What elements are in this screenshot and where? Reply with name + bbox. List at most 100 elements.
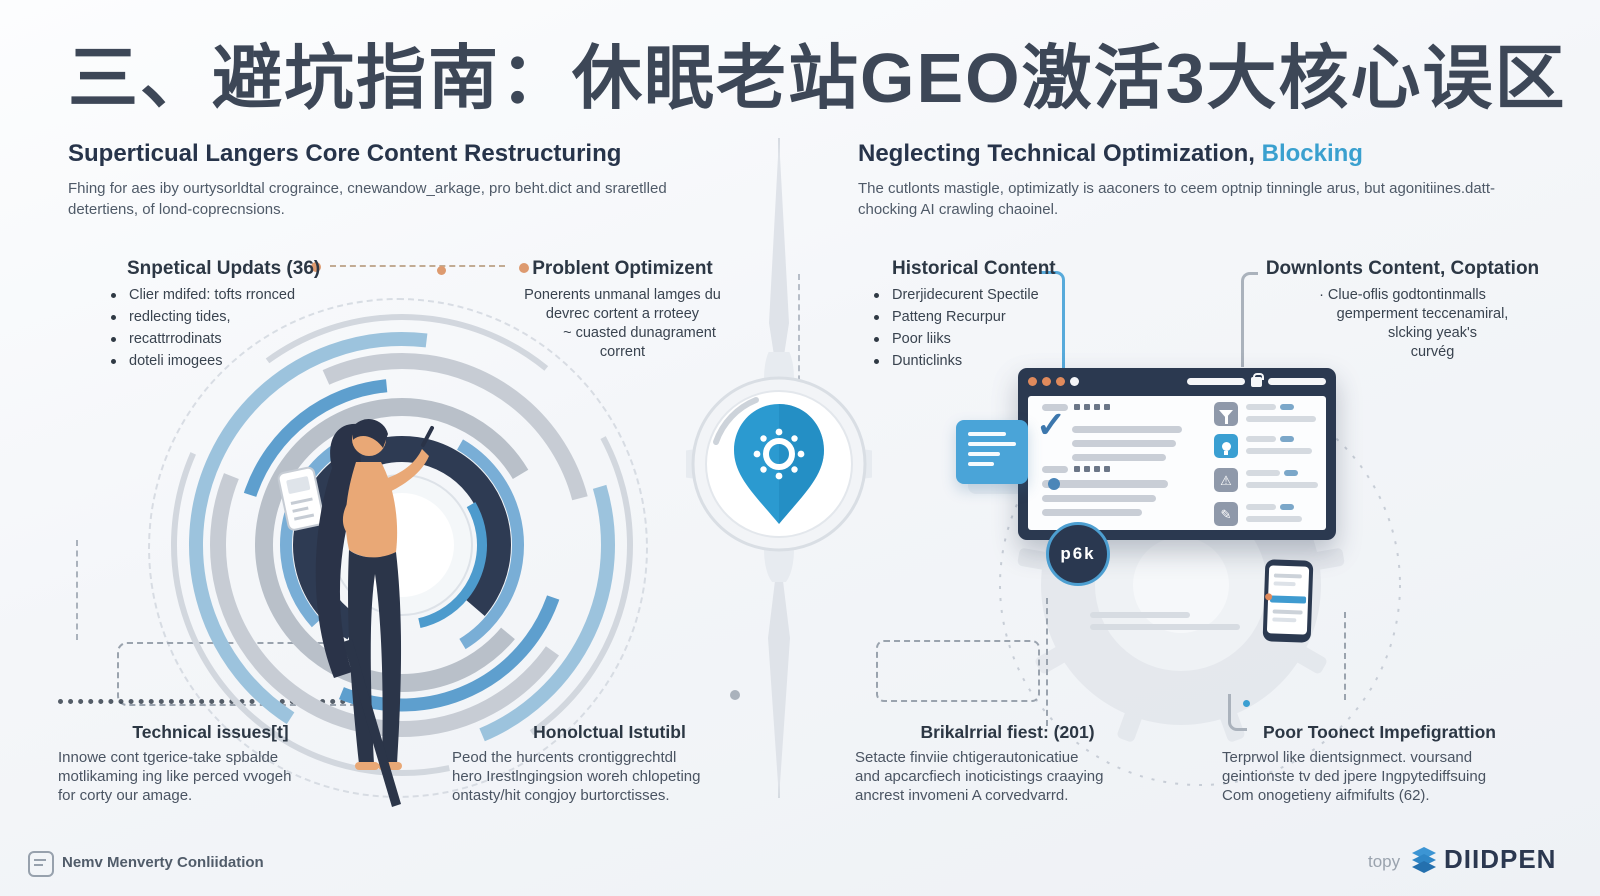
blue-connector-elbow bbox=[1040, 271, 1065, 370]
smartphone-mock bbox=[1262, 559, 1314, 643]
content-bar bbox=[1246, 516, 1302, 522]
browser-window-mock: ✓ ⚠ ✎ bbox=[1018, 368, 1336, 540]
callout-line: Innowe cont tgerice-take spbalde bbox=[58, 749, 279, 766]
badge-glyphs: p6k bbox=[1060, 544, 1096, 563]
callout-line: Setacte finviie chtigerautonicatiue bbox=[855, 749, 1079, 766]
callout-line: hero Irestlngingsion woreh chlopeting bbox=[452, 768, 701, 785]
footer-left-label: Nemv Menverty Conliidation bbox=[62, 854, 264, 871]
brand-name: DIIDPEN bbox=[1444, 844, 1557, 874]
content-chip bbox=[1280, 504, 1294, 510]
orange-dot-icon bbox=[311, 262, 321, 272]
list-item: Patteng Recurpur bbox=[868, 308, 1108, 327]
bullet-list: Clier mdifed: tofts rronced redlecting t… bbox=[105, 286, 345, 371]
gray-connector-elbow-2 bbox=[1228, 694, 1247, 731]
callout-line: ontasty/hit congjoy burtorctisses. bbox=[452, 787, 670, 804]
bulb-icon bbox=[1214, 434, 1238, 458]
mini-icon bbox=[1094, 466, 1100, 472]
compass-pin-graphic bbox=[686, 352, 872, 582]
callout-line: ancrest invomeni A corvedvarrd. bbox=[855, 787, 1069, 804]
shield-list-icon bbox=[28, 851, 54, 877]
pencil-icon: ✎ bbox=[1214, 502, 1238, 526]
warning-icon: ⚠ bbox=[1214, 468, 1238, 492]
address-bar-pill bbox=[1268, 378, 1326, 385]
callout-line: slcking yeak's bbox=[1388, 325, 1477, 341]
callout-heading: Historical Content bbox=[892, 258, 1056, 279]
content-bar bbox=[1246, 448, 1312, 454]
browser-titlebar bbox=[1018, 368, 1336, 395]
gray-connector-elbow bbox=[1241, 272, 1258, 367]
left-section-heading: Superticual Langers Core Content Restruc… bbox=[68, 140, 718, 168]
callout-line: Peod the hurcents crontiggrechtdl bbox=[452, 749, 677, 766]
dashed-connector-right-2 bbox=[1344, 612, 1346, 700]
content-bar bbox=[1246, 436, 1276, 442]
list-item: Drerjidecurent Spectile bbox=[868, 286, 1108, 305]
callout-poor-toonect: Poor Toonect Impefigrattion Terprwol lik… bbox=[1222, 722, 1537, 805]
content-chip bbox=[1280, 436, 1294, 442]
window-dot-icon bbox=[1042, 377, 1051, 386]
callout-problent-optimizent: Problent Optimizent Ponerents unmanal la… bbox=[505, 258, 740, 362]
gray-dot-icon bbox=[730, 690, 740, 700]
content-bar bbox=[1072, 426, 1182, 433]
list-item: doteli imogees bbox=[105, 352, 345, 371]
callout-line: corrent bbox=[599, 344, 646, 360]
mini-icon bbox=[1084, 404, 1090, 410]
callout-line: · Clue-oflis godtontinmalls bbox=[1319, 287, 1486, 303]
callout-line: geintionste tv ded jpere Ingpytediffsuin… bbox=[1222, 768, 1487, 785]
dashed-box-right bbox=[876, 640, 1040, 702]
callout-heading: Snpetical Updats (36) bbox=[127, 258, 321, 279]
slider-knob-icon bbox=[1048, 478, 1060, 490]
mini-icon bbox=[1084, 466, 1090, 472]
callout-heading: Honolctual Istutibl bbox=[533, 722, 686, 742]
woman-figure-illustration bbox=[315, 419, 434, 807]
callout-historical-content: Historical Content Drerjidecurent Specti… bbox=[868, 258, 1108, 374]
right-section-header: Neglecting Technical Optimization, Block… bbox=[858, 140, 1518, 220]
right-section-heading: Neglecting Technical Optimization, Block… bbox=[858, 140, 1518, 168]
callout-line: gemperment teccenamiral, bbox=[1336, 306, 1509, 322]
content-bar bbox=[1042, 495, 1156, 502]
content-bar bbox=[1246, 470, 1280, 476]
callout-heading: Brikalrrial fiest: (201) bbox=[920, 722, 1095, 742]
window-dot-icon bbox=[1070, 377, 1079, 386]
right-heading-accent: Blocking bbox=[1261, 140, 1363, 167]
left-heading-text: Superticual Langers Core Content Restruc… bbox=[68, 140, 622, 167]
callout-honolctual-istutibl: Honolctual Istutibl Peod the hurcents cr… bbox=[452, 722, 767, 805]
callout-line: Ponerents unmanal lamges du bbox=[524, 287, 721, 303]
rings-illustration bbox=[171, 314, 633, 807]
content-bar bbox=[1246, 416, 1316, 422]
phone-screen bbox=[1265, 565, 1310, 635]
callout-line: Terprwol like dientsignmect. voursand bbox=[1222, 749, 1473, 766]
callout-downlonts-content: Downlonts Content, Coptation · Clue-ofli… bbox=[1255, 258, 1550, 362]
content-bar bbox=[1042, 509, 1142, 516]
phone-card-icon bbox=[277, 466, 325, 531]
funnel-icon bbox=[1214, 402, 1238, 426]
dashed-connector-vertical bbox=[798, 274, 800, 422]
gear-badge: p6k bbox=[1046, 522, 1110, 586]
list-item: Poor liiks bbox=[868, 330, 1108, 349]
document-card-icon bbox=[956, 420, 1028, 484]
callout-line: devrec cortent a rroteey bbox=[545, 306, 700, 322]
mini-icon bbox=[1104, 404, 1110, 410]
mini-icon bbox=[1074, 404, 1080, 410]
content-bar bbox=[1042, 480, 1168, 488]
content-bar bbox=[1246, 404, 1276, 410]
callout-heading: Poor Toonect Impefigrattion bbox=[1262, 722, 1496, 742]
orange-dot-icon bbox=[437, 266, 446, 275]
content-bar bbox=[1072, 454, 1166, 461]
window-dot-icon bbox=[1028, 377, 1037, 386]
left-section-description: Fhing for aes iby ourtysorldtal crograin… bbox=[68, 180, 667, 218]
blue-dot-icon bbox=[1243, 700, 1250, 707]
content-chip bbox=[1284, 470, 1298, 476]
content-chip bbox=[1280, 404, 1294, 410]
address-bar-pill bbox=[1187, 378, 1245, 385]
orange-dot-icon bbox=[519, 263, 529, 273]
dashed-connector-left bbox=[76, 540, 78, 640]
check-icon: ✓ bbox=[1036, 404, 1067, 445]
layers-logo-icon bbox=[1412, 847, 1436, 873]
content-bar bbox=[1246, 482, 1318, 488]
callout-heading: Problent Optimizent bbox=[532, 258, 713, 279]
lock-icon bbox=[1251, 372, 1264, 387]
footer-watermark-prefix: topy bbox=[1368, 852, 1401, 871]
callout-line: curvég bbox=[1410, 344, 1455, 360]
gear-icon bbox=[753, 428, 805, 480]
right-heading-text: Neglecting Technical Optimization, bbox=[858, 140, 1255, 167]
